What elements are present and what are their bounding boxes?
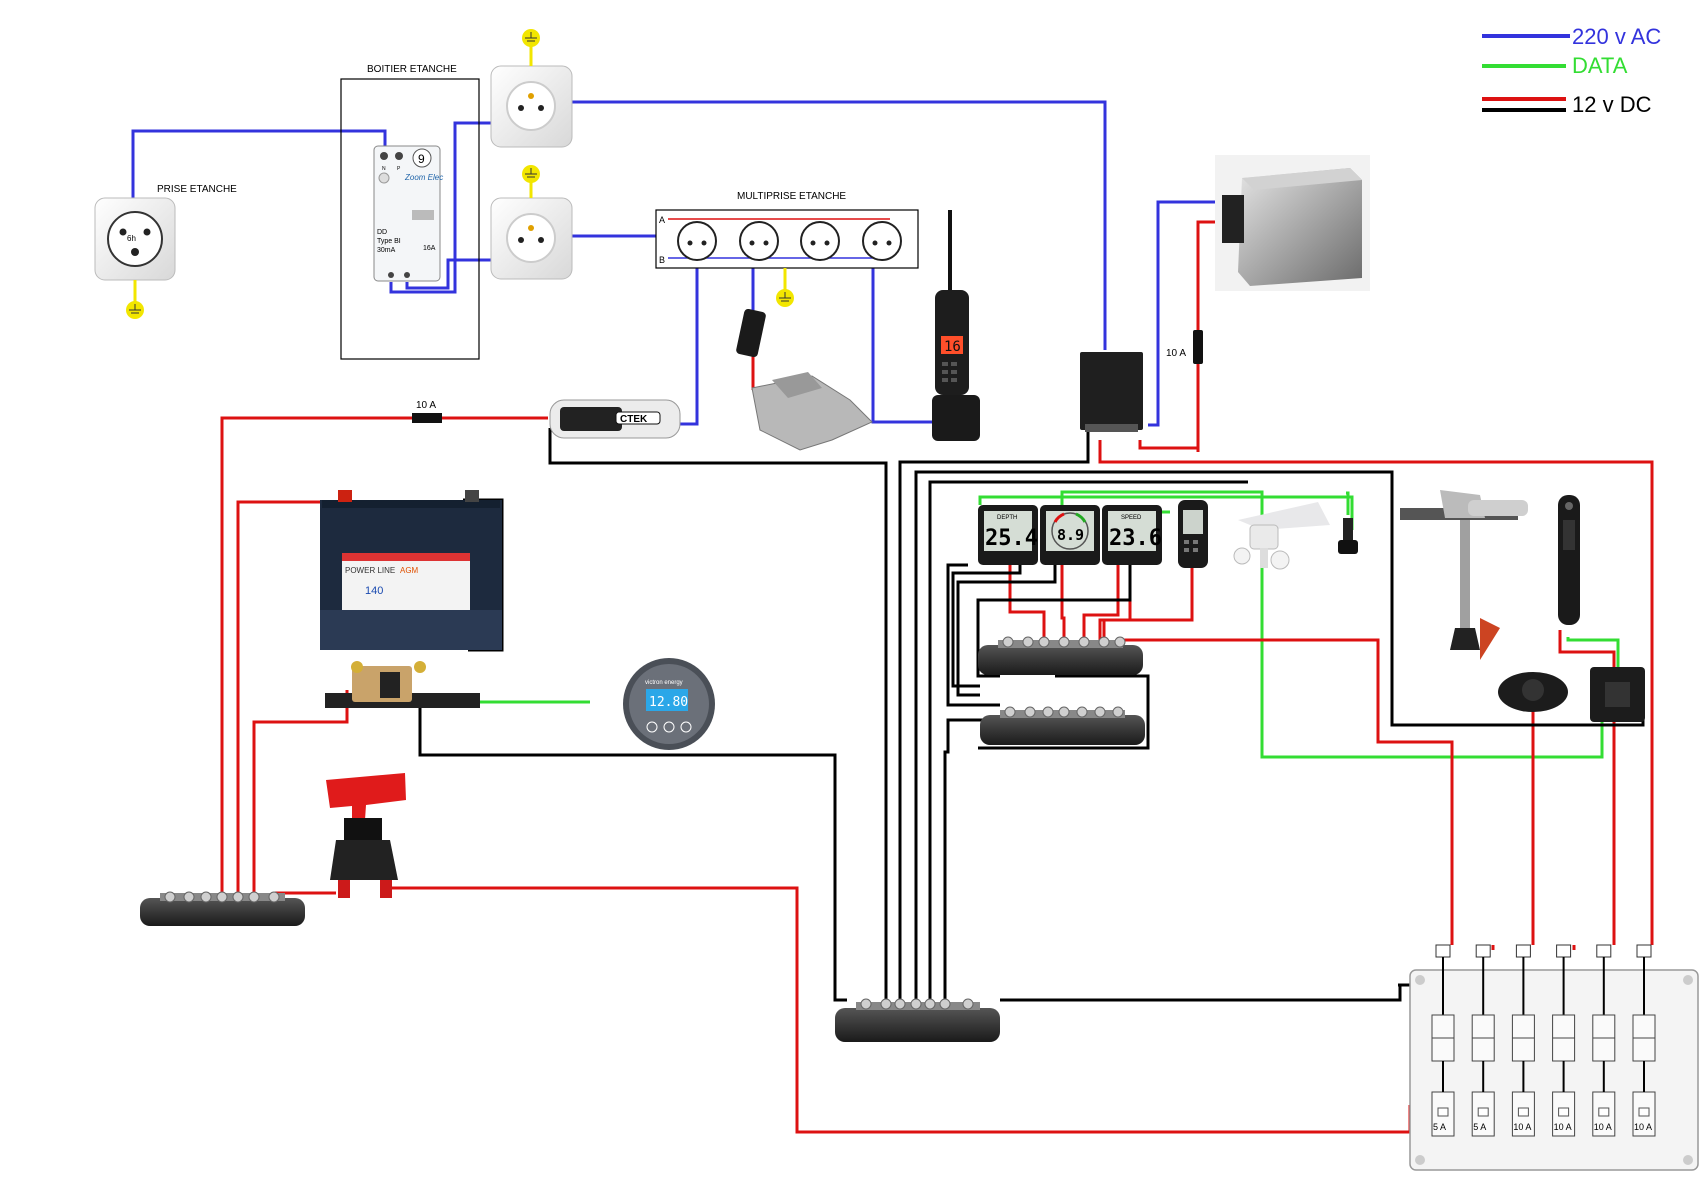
panel-fuse-label: 10 A xyxy=(1634,1122,1652,1132)
battery-brand: POWER LINE xyxy=(345,566,395,575)
charger-brand: CTEK xyxy=(620,414,648,425)
ground-icon xyxy=(776,289,794,307)
monitor-reading: 12.80 xyxy=(649,695,688,710)
depth-transducer xyxy=(1338,518,1358,554)
prise-label: PRISE ETANCHE xyxy=(157,184,237,195)
breaker-line2: Type BI xyxy=(377,238,401,245)
panel-switch[interactable]: 5 A xyxy=(1431,944,1455,1137)
wind-sensor xyxy=(1233,502,1330,570)
wall-socket-top xyxy=(490,29,573,148)
gps-remote xyxy=(1178,500,1208,568)
busbar-instruments-negative xyxy=(980,706,1145,745)
panel-switch[interactable]: 10 A xyxy=(1511,944,1535,1137)
battery-type: AGM xyxy=(400,566,419,575)
depth-instrument: DEPTH 25.4 xyxy=(978,505,1038,565)
battery-monitor: 12.80 victron energy xyxy=(623,658,715,750)
breaker-brand: Zoom Elec xyxy=(404,173,443,182)
wall-socket-bottom xyxy=(490,165,573,280)
breaker-number: 9 xyxy=(418,152,425,166)
breaker-line1: DD xyxy=(377,229,387,236)
breaker-line3: 30mA xyxy=(377,247,396,254)
vhf-radio: 16 xyxy=(932,210,980,441)
ground-icon xyxy=(522,29,540,47)
fuse-fridge: 10 A xyxy=(1166,330,1203,364)
fuse-charger-label: 10 A xyxy=(416,400,436,411)
multiprise-b: B xyxy=(659,255,665,265)
legend: 220 v AC DATA 12 v DC xyxy=(1482,24,1661,117)
multiprise-a: A xyxy=(659,215,665,225)
panel-fuse-label: 5 A xyxy=(1473,1122,1486,1132)
wind-instrument: 8.9 xyxy=(1040,505,1100,565)
panel-fuse-label: 10 A xyxy=(1554,1122,1572,1132)
panel-fuse-label: 5 A xyxy=(1433,1122,1446,1132)
boitier-label: BOITIER ETANCHE xyxy=(367,64,457,75)
panel-switch[interactable]: 5 A xyxy=(1471,944,1495,1137)
fridge xyxy=(1215,155,1370,291)
boitier-box xyxy=(340,78,480,360)
battery-charger-device xyxy=(751,372,873,451)
depth-title: DEPTH xyxy=(997,515,1017,521)
ground-icon xyxy=(126,301,144,319)
busbar-positive-main xyxy=(140,891,305,926)
ac-wires xyxy=(131,100,1225,427)
wind-reading: 8.9 xyxy=(1057,526,1084,544)
breaker-p: P xyxy=(397,166,401,172)
ac-adapter xyxy=(736,308,766,358)
radio-channel: 16 xyxy=(944,339,961,355)
panel-switch[interactable]: 10 A xyxy=(1552,944,1576,1137)
fridge-compressor xyxy=(1080,352,1143,432)
prise-etanche: PRISE ETANCHE 6h xyxy=(94,184,237,319)
speed-instrument: SPEED 23.6 xyxy=(1102,505,1162,565)
depth-reading: 25.4 xyxy=(985,526,1038,551)
speed-title: SPEED xyxy=(1121,515,1142,521)
speed-reading: 23.6 xyxy=(1109,526,1162,551)
busbar-negative-main xyxy=(835,998,1000,1042)
svg-text:6h: 6h xyxy=(127,234,136,243)
monitor-brand: victron energy xyxy=(645,680,683,686)
battery-switch xyxy=(326,773,406,898)
switch-panel: 5 A 5 A 10 A 10 A 10 A 10 A xyxy=(1409,944,1699,1171)
ctek-charger: CTEK xyxy=(549,399,681,439)
legend-dc-label: 12 v DC xyxy=(1572,92,1652,117)
panel-switch[interactable]: 10 A xyxy=(1632,944,1656,1137)
legend-ac-label: 220 v AC xyxy=(1572,24,1661,49)
panel-fuse-label: 10 A xyxy=(1594,1122,1612,1132)
fuse-fridge-label: 10 A xyxy=(1166,348,1186,359)
ground-icon xyxy=(522,165,540,183)
breaker-rating: 16A xyxy=(423,245,436,252)
boitier-etanche: BOITIER ETANCHE 9 N P Zoom Elec DD Type … xyxy=(340,64,480,360)
shunt xyxy=(325,661,480,708)
panel-switch[interactable]: 10 A xyxy=(1592,944,1616,1137)
waterproof-socket xyxy=(1590,667,1645,722)
battery-capacity: 140 xyxy=(365,585,383,597)
tiller-remote xyxy=(1558,495,1580,625)
fuse-charger: 10 A xyxy=(412,400,442,423)
panel-switches: 5 A 5 A 10 A 10 A 10 A 10 A xyxy=(1431,944,1656,1137)
panel-fuse-label: 10 A xyxy=(1513,1122,1531,1132)
differential-breaker: 9 N P Zoom Elec DD Type BI 30mA 16A xyxy=(373,145,443,282)
busbar-instruments-positive xyxy=(978,636,1143,675)
multiprise-etanche: MULTIPRISE ETANCHE A B xyxy=(655,191,919,307)
legend-data-label: DATA xyxy=(1572,53,1628,78)
waterproof-plug xyxy=(1498,672,1568,712)
multiprise-label: MULTIPRISE ETANCHE xyxy=(737,191,846,202)
battery: POWER LINE AGM 140 xyxy=(320,490,502,650)
electric-outboard xyxy=(1400,490,1528,660)
breaker-n: N xyxy=(382,166,386,172)
